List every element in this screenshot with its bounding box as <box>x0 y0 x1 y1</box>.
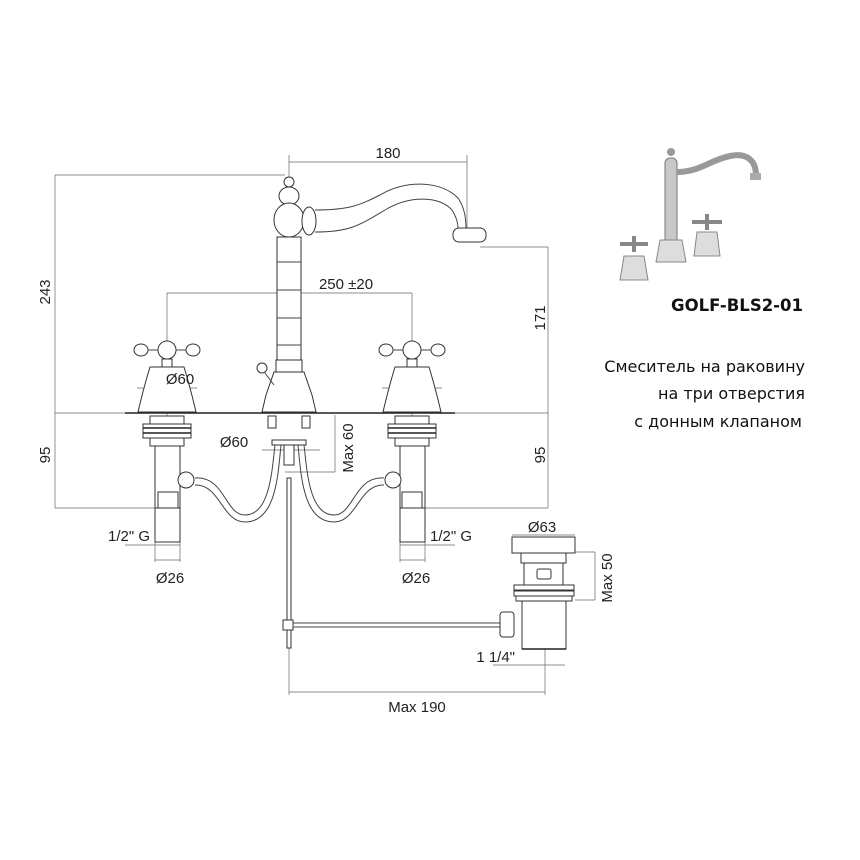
thread-right-label: 1/2" G <box>430 528 472 545</box>
pop-up-drain <box>282 477 576 650</box>
description-line-1: Смеситель на раковину <box>604 357 805 376</box>
spout-reach-label: 180 <box>375 145 400 162</box>
spout-height-label: 171 <box>532 305 549 330</box>
product-photo <box>619 148 761 281</box>
left-valve-body <box>142 415 195 543</box>
product-code: GOLF-BLS2-01 <box>671 296 803 315</box>
body-base-diameter-label: Ø60 <box>220 434 248 451</box>
drain-max-height-label: Max 50 <box>599 553 616 602</box>
pipe-diameter-right-label: Ø26 <box>402 570 430 587</box>
total-height-label: 243 <box>37 279 54 304</box>
drain-diameter-label: Ø63 <box>528 519 556 536</box>
handle-base-diameter-label: Ø60 <box>166 371 194 388</box>
thread-left-label: 1/2" G <box>108 528 150 545</box>
left-handle <box>133 340 201 413</box>
below-deck-left-label: 95 <box>37 447 54 464</box>
handle-spacing-label: 250 ±20 <box>319 276 373 293</box>
spout-body <box>256 176 487 413</box>
rod-max-length-label: Max 190 <box>388 699 446 716</box>
description-line-2: на три отверстия <box>658 384 805 403</box>
pipe-diameter-left-label: Ø26 <box>156 570 184 587</box>
description-line-3: с донным клапаном <box>634 412 802 431</box>
right-valve-body <box>384 415 437 543</box>
right-handle <box>378 340 446 413</box>
max-deck-thickness-label: Max 60 <box>340 423 357 472</box>
drain-thread-label: 1 1/4" <box>476 649 515 666</box>
below-deck-right-label: 95 <box>532 447 549 464</box>
flexible-hoses <box>194 415 385 523</box>
